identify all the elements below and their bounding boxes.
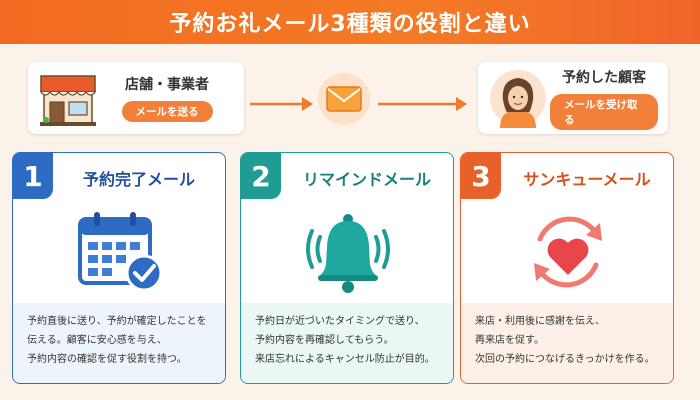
card-description: 予約直後に送り、予約が確定したことを 伝える。顧客に安心感を与え、 予約内容の確… [13, 303, 225, 383]
card-number-badge: 2 [241, 153, 281, 199]
card-number-badge: 3 [461, 153, 501, 199]
card-description: 来店・利用後に感謝を伝え、 再来店を促す。 次回の予約につなげるきっかけを作る。 [461, 303, 673, 383]
desc-line: 予約日が近づいたタイミングで送り、 [255, 316, 425, 327]
desc-line: 予約内容を再確認してもらう。 [255, 335, 394, 346]
card-title: リマインドメール [302, 170, 431, 189]
sender-action-pill: メールを送る [121, 101, 213, 122]
receiver-name: 予約した顧客 [562, 69, 646, 86]
arrow-mail-to-receiver [378, 97, 467, 111]
mail-circle [318, 73, 370, 125]
desc-line: 伝える。顧客に安心感を与え、 [27, 335, 167, 346]
title-banner: 予約お礼メール3種類の役割と違い [0, 0, 700, 44]
calendar-check-icon [78, 212, 163, 292]
desc-line: 再来店を促す。 [475, 335, 544, 346]
desc-line: 予約内容の確認を促す役割を持つ。 [27, 354, 187, 365]
card-number-badge: 1 [13, 153, 53, 199]
desc-line: 次回の予約につなげるきっかけを作る。 [475, 354, 655, 365]
receiver-action-pill: メールを受け取る [550, 93, 658, 130]
heart-cycle-icon [534, 216, 602, 288]
card-title: サンキューメール [523, 170, 651, 189]
receiver-box: 予約した顧客 メールを受け取る [478, 62, 668, 134]
card-description: 予約日が近づいたタイミングで送り、 予約内容を再確認してもらう。 来店忘れによる… [241, 303, 453, 383]
desc-line: 来店忘れによるキャンセル防止が目的。 [255, 354, 435, 365]
card-thank-you: 3 サンキューメール 来店・利用後に感謝を伝え、 再来店を促す。 次回の予約につ… [460, 152, 674, 384]
bell-icon [306, 214, 390, 293]
desc-line: 予約直後に送り、予約が確定したことを [27, 316, 207, 327]
desc-line: 来店・利用後に感謝を伝え、 [475, 316, 605, 327]
person-icon [490, 70, 546, 128]
arrow-sender-to-mail [250, 97, 313, 111]
store-icon [40, 75, 96, 126]
sender-name: 店舗・事業者 [125, 77, 209, 93]
card-reminder: 2 リマインドメール 予約日が近づいたタイミングで送り、 予約内容を再確認しても… [240, 152, 454, 384]
page-title: 予約お礼メール3種類の役割と違い [169, 12, 531, 37]
envelope-icon [326, 86, 362, 112]
sender-box: 店舗・事業者 メールを送る [28, 62, 244, 134]
card-booking-complete: 1 予約完了メール 予約直後に送り、予約が確定したことを 伝える。顧客に安心感を… [12, 152, 226, 384]
card-title: 予約完了メール [82, 170, 195, 189]
